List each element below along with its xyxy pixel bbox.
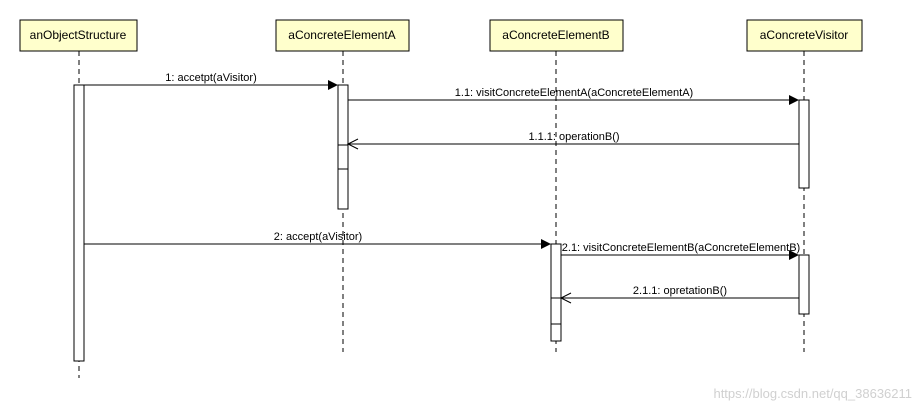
activation-bar (798, 99, 810, 189)
lifeline-anobjectstructure: anObjectStructure (19, 19, 138, 378)
lifeline-name: aConcreteElementB (502, 28, 609, 42)
message-2-accept[interactable]: 2: accept(aVisitor) (84, 231, 551, 249)
message-label: 1.1.1: operationB() (528, 131, 619, 143)
filled-arrowhead-icon (541, 239, 551, 249)
filled-arrowhead-icon (789, 95, 799, 105)
lifeline-header[interactable] (275, 19, 410, 52)
message-1-accept[interactable]: 1: accetpt(aVisitor) (84, 72, 338, 90)
message-label: 2.1: visitConcreteElementB(aConcreteElem… (562, 242, 800, 254)
message-label: 2.1.1: opretationB() (633, 285, 727, 297)
activation-bar (550, 243, 562, 342)
filled-arrowhead-icon (789, 250, 799, 260)
message-label: 1.1: visitConcreteElementA(aConcreteElem… (455, 87, 693, 99)
message-2-1-visit-element-b[interactable]: 2.1: visitConcreteElementB(aConcreteElem… (561, 242, 800, 260)
filled-arrowhead-icon (328, 80, 338, 90)
activation-bar (798, 254, 810, 315)
activation-bar (73, 84, 85, 362)
lifeline-header[interactable] (489, 19, 624, 52)
lifeline-name: aConcreteVisitor (760, 28, 849, 42)
lifeline-aconcreteelementb: aConcreteElementB (489, 19, 624, 352)
watermark-text: https://blog.csdn.net/qq_38636211 (713, 386, 912, 401)
message-label: 2: accept(aVisitor) (274, 231, 362, 243)
lifeline-name: aConcreteElementA (288, 28, 395, 42)
message-label: 1: accetpt(aVisitor) (165, 72, 257, 84)
message-2-1-1-opretation-b[interactable]: 2.1.1: opretationB() (559, 285, 799, 304)
open-arrowhead-icon (346, 138, 359, 150)
lifeline-aconcretevisitor: aConcreteVisitor (746, 19, 863, 352)
lifeline-header[interactable] (746, 19, 863, 52)
lifeline-aconcreteelementa: aConcreteElementA (275, 19, 410, 352)
lifeline-header[interactable] (19, 19, 138, 52)
message-1-1-visit-element-a[interactable]: 1.1: visitConcreteElementA(aConcreteElem… (348, 87, 799, 105)
lifeline-name: anObjectStructure (30, 28, 127, 42)
activation-bar (337, 84, 349, 210)
open-arrowhead-icon (559, 292, 572, 304)
message-1-1-1-operation-b[interactable]: 1.1.1: operationB() (346, 131, 799, 150)
